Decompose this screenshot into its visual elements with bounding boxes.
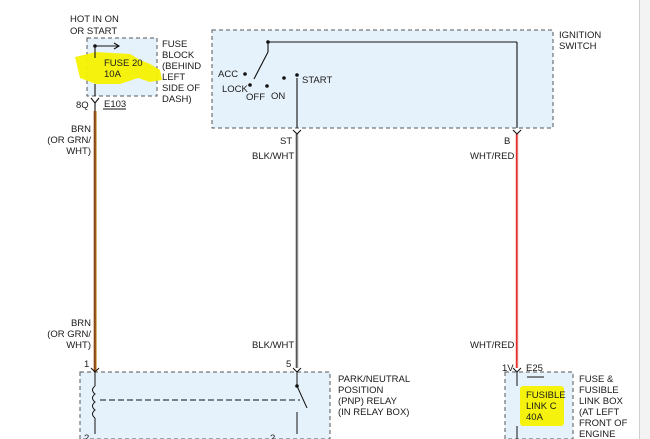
fuse-block-label-1: FUSE [162, 39, 187, 50]
brn-top-label-3: WHT) [66, 146, 91, 157]
fusible-link-label-3: 40A [526, 412, 544, 423]
fuse-box-label-5: FRONT OF [579, 418, 628, 429]
start-label: START [302, 75, 332, 86]
blk-wht-bottom-label: BLK/WHT [252, 340, 294, 351]
conn-1v-label: 1V [502, 363, 514, 374]
fuse-block-label-5: SIDE OF [162, 83, 200, 94]
conn-e25-label: E25 [526, 363, 543, 374]
conn-8q-label: 8Q [76, 100, 89, 111]
on-label: ON [271, 91, 285, 102]
fuse-20-label-1: FUSE 20 [104, 58, 143, 69]
fuse-block-label-4: LEFT [162, 72, 185, 83]
pin-2a-label: 2 [84, 433, 89, 439]
fuse-20-highlight [75, 52, 162, 84]
fuse-box-label-1: FUSE & [579, 374, 614, 385]
fuse-block-label-3: (BEHIND [162, 61, 201, 72]
pin-b-label: B [504, 136, 510, 147]
brn-top-label-1: BRN [71, 124, 91, 135]
scrollbar-edge[interactable] [639, 0, 650, 439]
hot-label-2: OR START [70, 26, 117, 37]
wht-red-top-label: WHT/RED [470, 151, 514, 162]
fuse-20-label-2: 10A [104, 69, 122, 80]
pnp-label-1: PARK/NEUTRAL [338, 374, 410, 385]
brn-bottom-label-3: WHT) [66, 340, 91, 351]
fusible-link-highlight [520, 386, 564, 426]
blk-wht-top-label: BLK/WHT [252, 151, 294, 162]
relay-contact-dot [295, 384, 299, 388]
fuse-block-internals [90, 42, 121, 111]
pin-2b-label: 2 [270, 433, 275, 439]
fuse-box-label-3: LINK BOX [579, 396, 623, 407]
ignition-internals [253, 41, 522, 135]
pnp-label-3: (PNP) RELAY [338, 396, 398, 407]
pnp-label-4: (IN RELAY BOX) [338, 407, 409, 418]
hot-label-1: HOT IN ON [70, 14, 119, 25]
off-label: OFF [246, 92, 265, 103]
fuse-box-label-2: FUSIBLE [579, 385, 619, 396]
brn-bottom-label-1: BRN [71, 318, 91, 329]
brn-bottom-label-2: (OR GRN/ [47, 329, 91, 340]
fuse-box-label-4: (AT LEFT [579, 407, 619, 418]
pin-1-label: 1 [84, 359, 89, 370]
wht-red-bottom-label: WHT/RED [470, 340, 514, 351]
fuse-box-label-6: ENGINE [579, 429, 615, 439]
fuse-block-label-2: BLOCK [162, 50, 195, 61]
conn-e103-label: E103 [104, 99, 126, 110]
fusible-link-label-2: LINK C [526, 401, 557, 412]
pin-st-label: ST [280, 136, 292, 147]
ignition-contacts [243, 40, 299, 88]
ignition-switch-box [211, 29, 554, 129]
lock-label: LOCK [222, 84, 249, 95]
fuse-block-label-6: DASH) [162, 94, 192, 105]
fuse-junction-dot [93, 44, 97, 48]
pnp-relay-box [79, 371, 331, 439]
fusible-link-label-1: FUSIBLE [526, 390, 566, 401]
brn-top-label-2: (OR GRN/ [47, 135, 91, 146]
fuse-link-internals [512, 367, 544, 439]
ignition-label-2: SWITCH [559, 41, 597, 52]
pnp-relay-internals [90, 367, 308, 434]
ignition-label-1: IGNITION [559, 30, 601, 41]
pnp-label-2: POSITION [338, 385, 384, 396]
pin-5-label: 5 [286, 359, 291, 370]
acc-label: ACC [218, 69, 238, 80]
